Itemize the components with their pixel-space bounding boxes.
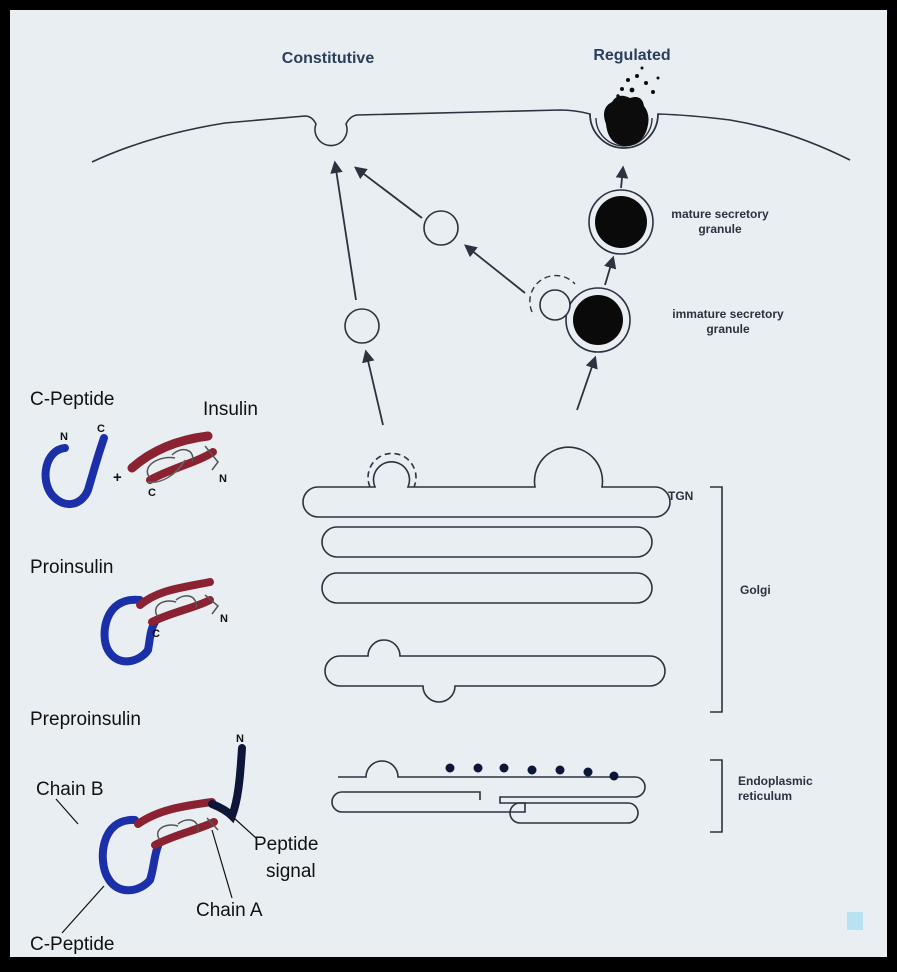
c-peptide-c-label: C xyxy=(97,423,105,435)
er-label-line1: Endoplasmic xyxy=(738,774,813,788)
mature-secretory-granule xyxy=(589,190,653,254)
constitutive-label: Constitutive xyxy=(282,50,375,67)
chain-b-label: Chain B xyxy=(36,779,104,800)
c-peptide-bottom-label: C-Peptide xyxy=(30,934,115,955)
er-label-line2: reticulum xyxy=(738,789,792,803)
diagram-background xyxy=(10,10,887,957)
insulin-label: Insulin xyxy=(203,399,258,420)
tgn-label: TGN xyxy=(668,489,693,503)
immature-granule-label-line2: granule xyxy=(706,322,750,336)
chain-a-label: Chain A xyxy=(196,900,263,921)
c-peptide-n-label: N xyxy=(60,431,68,443)
mature-granule-label-line1: mature secretory xyxy=(671,207,769,221)
plus-sign: + xyxy=(113,469,122,486)
proinsulin-c-label: C xyxy=(152,628,160,640)
signal-n-label: N xyxy=(236,733,244,745)
corner-mark xyxy=(847,912,863,930)
regulated-label: Regulated xyxy=(593,47,670,64)
insulin-n-label: N xyxy=(219,473,227,485)
proinsulin-label: Proinsulin xyxy=(30,557,113,578)
mature-granule-label-line2: granule xyxy=(698,222,742,236)
preproinsulin-label: Preproinsulin xyxy=(30,709,141,730)
peptide-signal-line2: signal xyxy=(266,861,316,882)
golgi-label: Golgi xyxy=(740,583,771,597)
insulin-c-label: C xyxy=(148,487,156,499)
proinsulin-n-label: N xyxy=(220,613,228,625)
immature-granule-label-line1: immature secretory xyxy=(672,307,784,321)
c-peptide-top-label: C-Peptide xyxy=(30,389,115,410)
peptide-signal-line1: Peptide xyxy=(254,834,318,855)
